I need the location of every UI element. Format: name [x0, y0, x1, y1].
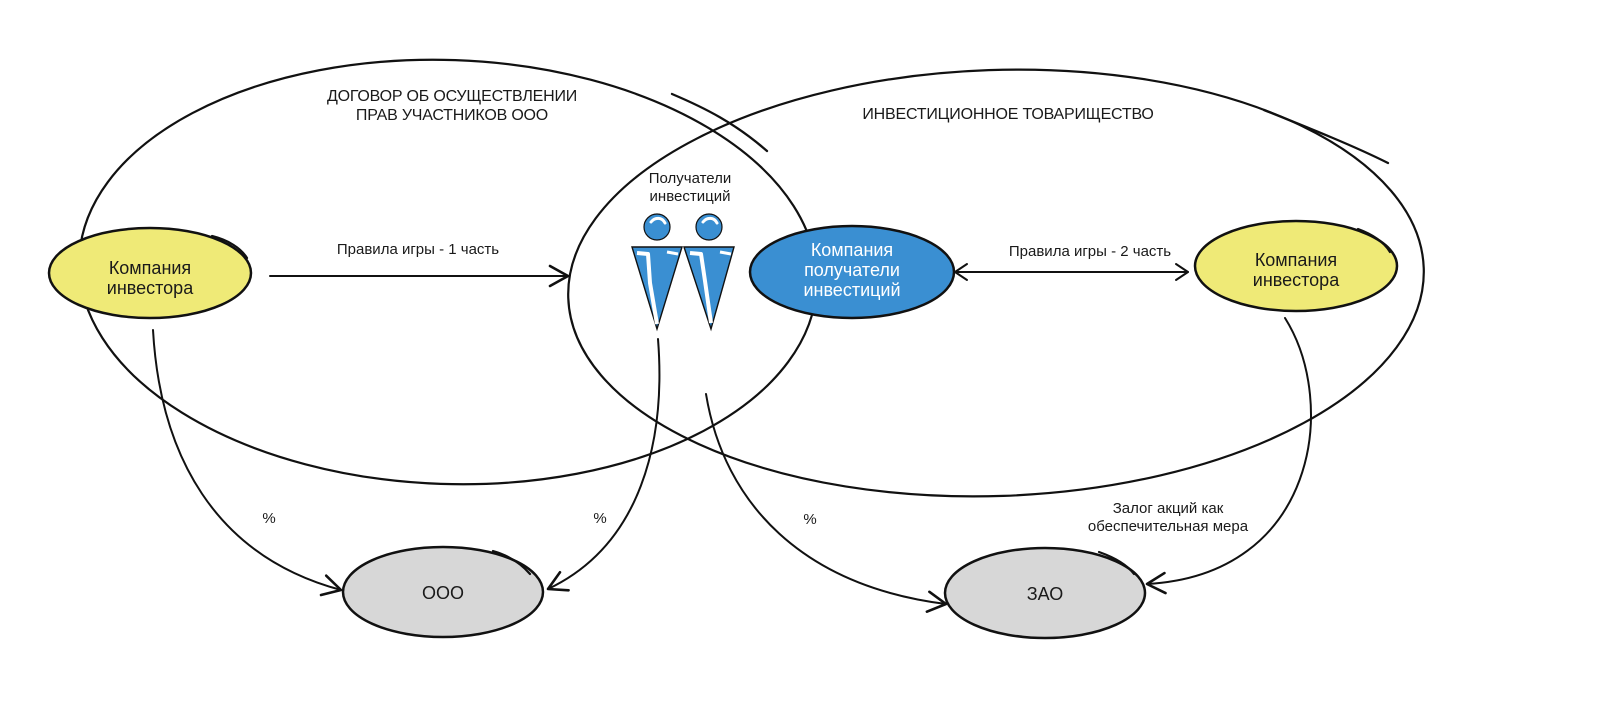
recipients-to-zao-arrow [705, 393, 948, 613]
recipients-to-ooo-arrow [546, 338, 661, 592]
person-right-icon [683, 213, 735, 332]
contract-outline-accent [670, 92, 769, 153]
recipient-company-node [748, 224, 956, 320]
zao-node [943, 546, 1147, 640]
ooo-node [341, 545, 545, 639]
partnership-outline-accent [1262, 108, 1390, 165]
people-icon [631, 213, 735, 332]
investor-left-to-ooo-arrow [152, 329, 343, 597]
investor-left-node [47, 226, 253, 320]
investor-right-node [1193, 219, 1399, 313]
person-left-icon [631, 213, 683, 332]
partnership-boundary-ellipse [567, 68, 1425, 498]
investor-right-to-zao-arrow [1145, 317, 1312, 595]
